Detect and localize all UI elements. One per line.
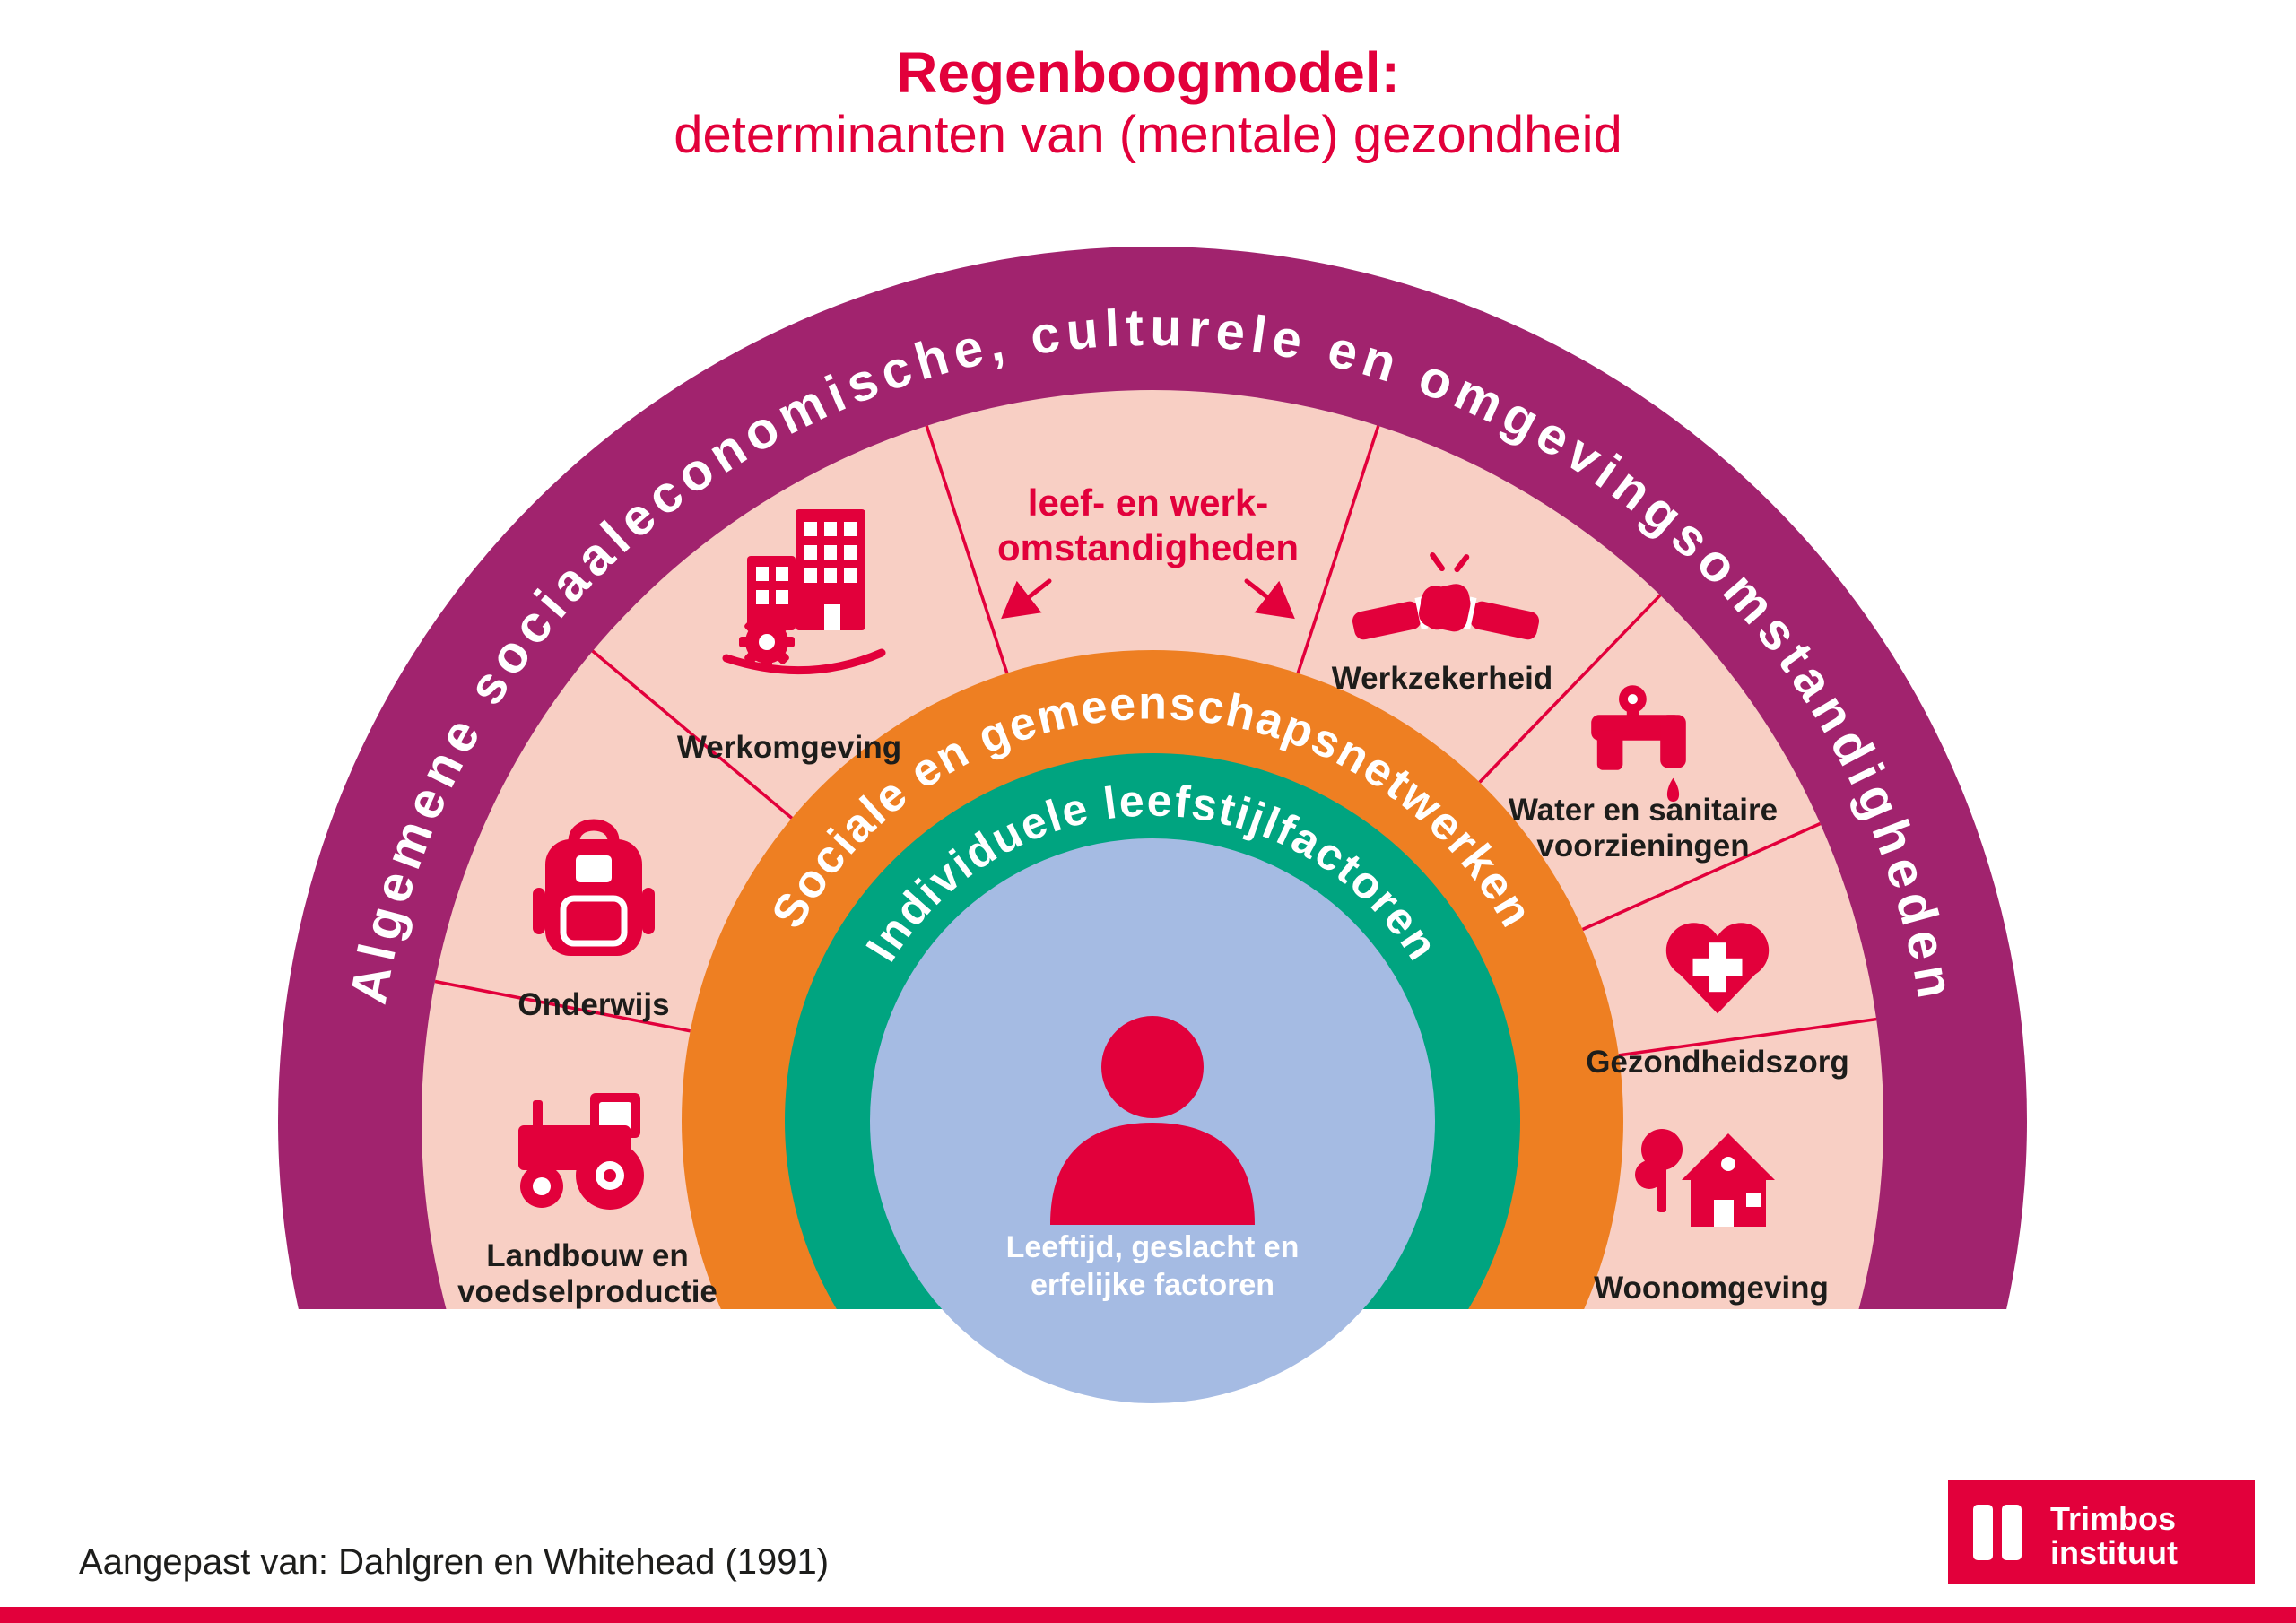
living-working-line1: leef- en werk-: [1028, 482, 1268, 524]
onderwijs-label: Onderwijs: [517, 987, 669, 1022]
gezondheidszorg-label: Gezondheidszorg: [1586, 1045, 1849, 1080]
backpack-icon: [533, 819, 655, 956]
water-label-line1: Water en sanitaire: [1509, 793, 1778, 828]
sector-divider-lines: [434, 425, 1877, 1057]
gear-icon: [739, 614, 795, 670]
page-title: Regenboogmodel:: [896, 40, 1400, 105]
house-tree-icon: [1635, 1129, 1775, 1227]
sector-gezondheidszorg: Gezondheidszorg: [1586, 923, 1849, 1080]
sector-werkomgeving: Werkomgeving: [677, 509, 901, 765]
landbouw-label-line2: voedselproductie: [457, 1274, 718, 1309]
factory-icon: [722, 509, 886, 675]
sector-werkzekerheid: Werkzekerheid: [1332, 552, 1552, 696]
page-subtitle: determinanten van (mentale) gezondheid: [674, 106, 1622, 164]
landbouw-label-line1: Landbouw en: [486, 1238, 689, 1273]
sector-onderwijs: Onderwijs: [517, 819, 670, 1022]
sector-landbouw: Landbouw en voedselproductie: [457, 1093, 718, 1309]
werkomgeving-label: Werkomgeving: [677, 730, 901, 765]
arrow-right-icon: [1244, 578, 1295, 620]
core-person: Leeftijd, geslacht en erfelijke factoren: [1006, 1016, 1300, 1302]
living-working-heading: leef- en werk- omstandigheden: [997, 482, 1299, 620]
heart-cross-icon: [1665, 923, 1770, 1014]
sector-woonomgeving: Woonomgeving: [1594, 1129, 1829, 1306]
faucet-icon: [1591, 685, 1686, 802]
attribution-text: Aangepast van: Dahlgren en Whitehead (19…: [79, 1542, 829, 1582]
arrow-left-icon: [1001, 578, 1052, 620]
core-label-line1: Leeftijd, geslacht en: [1006, 1230, 1300, 1264]
logo-text-line2: instituut: [2050, 1534, 2178, 1571]
logo-mark-icon: [1973, 1505, 2022, 1560]
living-working-line2: omstandigheden: [997, 526, 1299, 568]
core-circle: [870, 838, 1435, 1403]
tractor-icon: [518, 1093, 644, 1210]
werkzekerheid-label: Werkzekerheid: [1332, 661, 1552, 696]
footer-bar: [0, 1607, 2296, 1623]
woonomgeving-label: Woonomgeving: [1594, 1271, 1829, 1306]
person-icon: [1050, 1016, 1255, 1225]
trimbos-logo: Trimbos instituut: [1948, 1480, 2255, 1584]
handshake-icon: [1352, 552, 1540, 640]
sector-water: Water en sanitaire voorzieningen: [1509, 685, 1778, 864]
logo-text-line1: Trimbos: [2050, 1500, 2176, 1537]
core-label-line2: erfelijke factoren: [1031, 1268, 1274, 1302]
water-label-line2: voorzieningen: [1536, 829, 1749, 864]
logo-background: [1948, 1480, 2255, 1584]
